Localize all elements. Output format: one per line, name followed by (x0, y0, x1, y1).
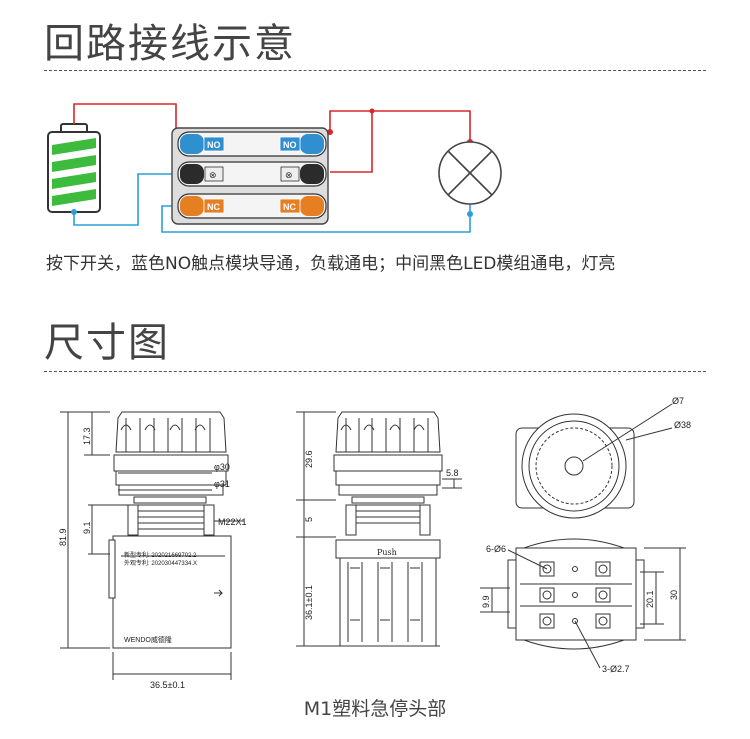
patent-text-1: 新型专利: 202021669702.2 (124, 551, 197, 559)
svg-text:⊗: ⊗ (209, 171, 217, 181)
dim-phi38: Ø38 (674, 420, 691, 430)
side-view: 新型专利: 202021669702.2 外观专利: 202030447334.… (58, 411, 247, 690)
wiring-diagram: NO NO ⊗ ⊗ NC NC (47, 103, 502, 233)
wiring-title-divider (44, 70, 706, 71)
dim-17-3: 17.3 (82, 427, 92, 445)
dim-36-5: 36.5±0.1 (150, 680, 185, 690)
dim-9-9: 9.9 (481, 595, 491, 608)
push-label: Push (377, 548, 397, 557)
dimension-drawings: 新型专利: 202021669702.2 外观专利: 202030447334.… (58, 396, 691, 690)
dim-81-9: 81.9 (58, 528, 68, 546)
no-label-right: NO (283, 140, 297, 150)
dim-30: 30 (669, 590, 679, 600)
dim-phi7: Ø7 (672, 396, 684, 406)
patent-text-2: 外观专利: 202030447334.X (124, 559, 197, 567)
top-view: Ø7 Ø38 (515, 396, 691, 519)
blue-wire-lamp (161, 204, 471, 233)
dim-20-1: 20.1 (645, 590, 655, 608)
bottom-view: 6-Ø6 9.9 20.1 30 3-Ø2.7 (480, 538, 686, 674)
dim-5: 5 (304, 517, 314, 522)
svg-text:⊗: ⊗ (285, 171, 293, 181)
dim-29-6: 29.6 (304, 450, 314, 468)
red-wire-mid (330, 111, 373, 173)
nc-label-right: NC (283, 202, 296, 212)
dimension-caption: M1塑料急停头部 (303, 698, 447, 720)
nc-label-left: NC (207, 202, 220, 212)
front-view: Push 29.6 5.8 5 36.1±0.1 (296, 411, 462, 647)
dim-9-1: 9.1 (82, 521, 92, 534)
no-label-left: NO (207, 140, 221, 150)
contact-module-stack: NO NO ⊗ ⊗ NC NC (171, 127, 329, 225)
dim-6-phi6: 6-Ø6 (486, 544, 506, 554)
dim-36-1: 36.1±0.1 (304, 585, 314, 620)
battery-icon (47, 123, 101, 213)
lamp-icon (438, 141, 502, 205)
wiring-description: 按下开关，蓝色NO触点模块导通，负载通电；中间黑色LED模组通电，灯亮 (46, 254, 616, 274)
dim-5-8: 5.8 (446, 468, 459, 478)
dim-phi30: φ30 (214, 462, 230, 472)
red-wire-lamp (329, 110, 471, 142)
brand-text: WENDO威德隆 (124, 635, 172, 644)
red-wire-battery (73, 103, 177, 139)
dimension-section-title: 尺寸图 (44, 320, 170, 366)
dim-m22x1: M22X1 (218, 517, 247, 527)
dim-3-phi2-7: 3-Ø2.7 (602, 664, 630, 674)
dim-phi31: φ31 (214, 479, 230, 489)
wiring-section-title: 回路接线示意 (44, 21, 296, 67)
dimension-title-divider (44, 371, 706, 372)
